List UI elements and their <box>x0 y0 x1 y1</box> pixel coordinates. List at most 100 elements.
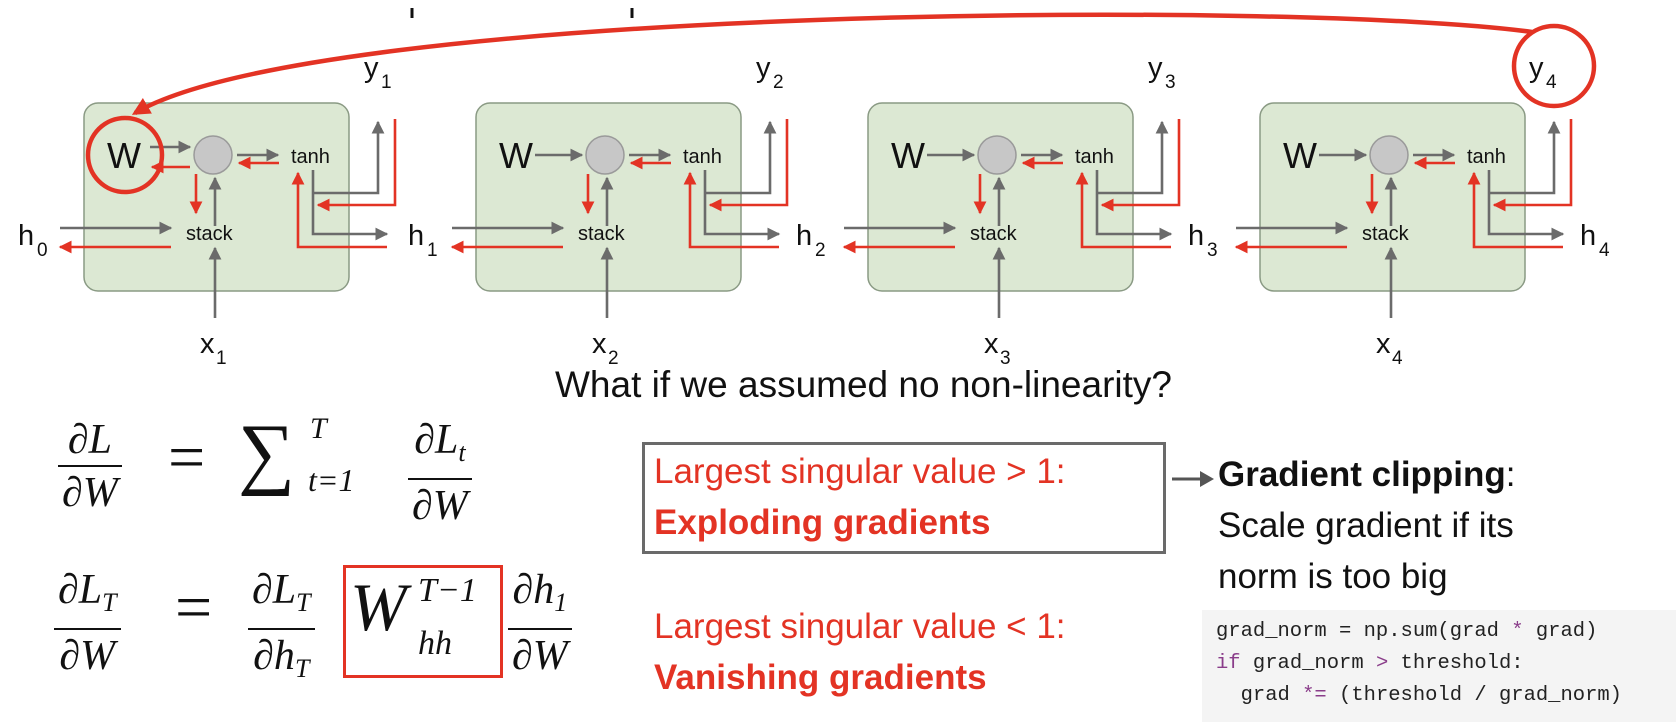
fraction-bar <box>408 478 472 480</box>
w-label: W <box>499 135 533 176</box>
rnn-cell-4: W tanh stack h 4 x 4 y 4 <box>1234 52 1610 369</box>
clipping-description-line1: Scale gradient if its <box>1218 506 1514 545</box>
cell-box <box>475 102 742 292</box>
y-label: y <box>1148 52 1163 84</box>
forward-arrow <box>1097 120 1169 195</box>
backward-arrow <box>291 171 387 249</box>
fraction-bar <box>58 465 122 467</box>
eq2-a-denominator-subscript: T <box>294 654 310 683</box>
stack-label: stack <box>578 223 626 245</box>
exploding-label: Exploding gradients <box>654 503 991 542</box>
sum-symbol: ∑ <box>238 409 296 497</box>
h-out-subscript: 4 <box>1599 240 1610 261</box>
x-subscript: 4 <box>1392 348 1403 369</box>
forward-arrow <box>703 170 781 241</box>
eq2-lhs-numerator-subscript: T <box>102 588 117 617</box>
w-hh-superscript: T−1 <box>418 572 477 609</box>
forward-arrow <box>1095 170 1173 241</box>
sum-lower-limit: t=1 <box>308 462 355 498</box>
forward-arrow <box>1487 170 1565 241</box>
x-label: x <box>1376 328 1391 360</box>
gradient-clipping-code: grad_norm = np.sum(grad * grad) if grad_n… <box>1202 610 1676 722</box>
code-line-1: grad_norm = np.sum(grad * grad) <box>1216 620 1598 643</box>
fraction-bar <box>54 628 121 630</box>
tanh-label: tanh <box>1075 146 1114 168</box>
x-label: x <box>200 328 215 360</box>
rnn-cell-3: W tanh stack h 3 x 3 y 3 <box>842 52 1218 369</box>
eq2-lhs-fraction: ∂LT ∂W <box>54 565 121 682</box>
exploding-condition: Largest singular value > 1: <box>654 452 1066 491</box>
eq2-b-denominator: ∂W <box>512 633 568 679</box>
y-subscript: 1 <box>381 72 392 93</box>
eq1-lhs-fraction: ∂L ∂W <box>58 415 122 519</box>
tanh-label: tanh <box>683 146 722 168</box>
long-backprop-arrow <box>131 12 1533 115</box>
vanishing-label: Vanishing gradients <box>654 658 987 697</box>
y4-highlight-circle <box>1511 23 1597 109</box>
eq2-a-numerator-subscript: T <box>296 588 311 617</box>
h-out-label: h <box>408 220 424 252</box>
code-line-3: grad *= (threshold / grad_norm) <box>1216 684 1622 707</box>
w-label: W <box>107 135 141 176</box>
h-out-subscript: 2 <box>815 240 826 261</box>
tanh-label: tanh <box>1467 146 1506 168</box>
cell-box <box>83 102 350 292</box>
forward-arrow <box>705 120 777 195</box>
w-power-highlight-box <box>343 565 503 678</box>
h-in-subscript: 0 <box>37 240 48 261</box>
h-in-label: h <box>18 220 34 252</box>
y-subscript: 4 <box>1546 72 1557 93</box>
equals-sign: = <box>168 421 206 494</box>
eq2-b-numerator: ∂h <box>512 567 555 613</box>
exploding-box <box>642 442 1166 554</box>
eq2-a-fraction: ∂LT ∂hT <box>248 565 315 695</box>
y-label: y <box>756 52 771 84</box>
eq1-lhs-numerator: ∂L <box>67 417 112 463</box>
x-subscript: 2 <box>608 348 619 369</box>
question-text: What if we assumed no non-linearity? <box>555 364 1172 405</box>
eq1-rhs-fraction: ∂Lt ∂W <box>408 415 472 532</box>
fraction-bar <box>508 628 572 630</box>
gradient-clipping-title: Gradient clipping: <box>1218 455 1516 494</box>
forward-arrow <box>311 170 389 241</box>
cell-box <box>867 102 1134 292</box>
eq2-b-fraction: ∂h1 ∂W <box>508 565 572 682</box>
w-label: W <box>891 135 925 176</box>
y-label: y <box>364 52 379 84</box>
y-subscript: 2 <box>773 72 784 93</box>
equals-sign: = <box>175 571 213 644</box>
h-out-subscript: 1 <box>427 240 438 261</box>
x-label: x <box>592 328 607 360</box>
code-line-2: if grad_norm > threshold: <box>1216 652 1524 675</box>
x-label: x <box>984 328 999 360</box>
backward-arrow <box>1492 119 1573 212</box>
eq1-rhs-numerator: ∂Lt <box>414 417 466 467</box>
rnn-unrolled-diagram: W tanh stack h 0 h 1 x 1 y 1 W tanh stac… <box>18 8 1610 369</box>
eq2-lhs-numerator: ∂L <box>58 567 103 613</box>
x-subscript: 1 <box>216 348 227 369</box>
h-out-label: h <box>796 220 812 252</box>
w-hh-subscript: hh <box>418 625 452 662</box>
backward-arrow <box>708 119 789 212</box>
eq2-b-numerator-subscript: 1 <box>554 588 568 617</box>
fraction-bar <box>248 628 315 630</box>
clipping-description-line2: norm is too big <box>1218 557 1448 596</box>
multiply-node <box>1369 135 1409 175</box>
vanishing-condition: Largest singular value < 1: <box>654 607 1066 646</box>
w-hh-symbol: W <box>350 569 407 645</box>
backward-arrow <box>316 119 397 212</box>
stack-label: stack <box>1362 223 1410 245</box>
eq1-lhs-denominator: ∂W <box>62 470 118 516</box>
h-out-label: h <box>1580 220 1596 252</box>
w-highlight-circle <box>85 115 165 195</box>
forward-arrow <box>1489 120 1561 195</box>
stack-label: stack <box>186 223 234 245</box>
arrow-to-clipping-icon <box>1172 471 1214 487</box>
y-subscript: 3 <box>1165 72 1176 93</box>
y-label: y <box>1529 52 1544 84</box>
w-label: W <box>1283 135 1317 176</box>
cell-box <box>1259 102 1526 292</box>
backward-arrow <box>1100 119 1181 212</box>
multiply-node <box>193 135 233 175</box>
h-out-label: h <box>1188 220 1204 252</box>
